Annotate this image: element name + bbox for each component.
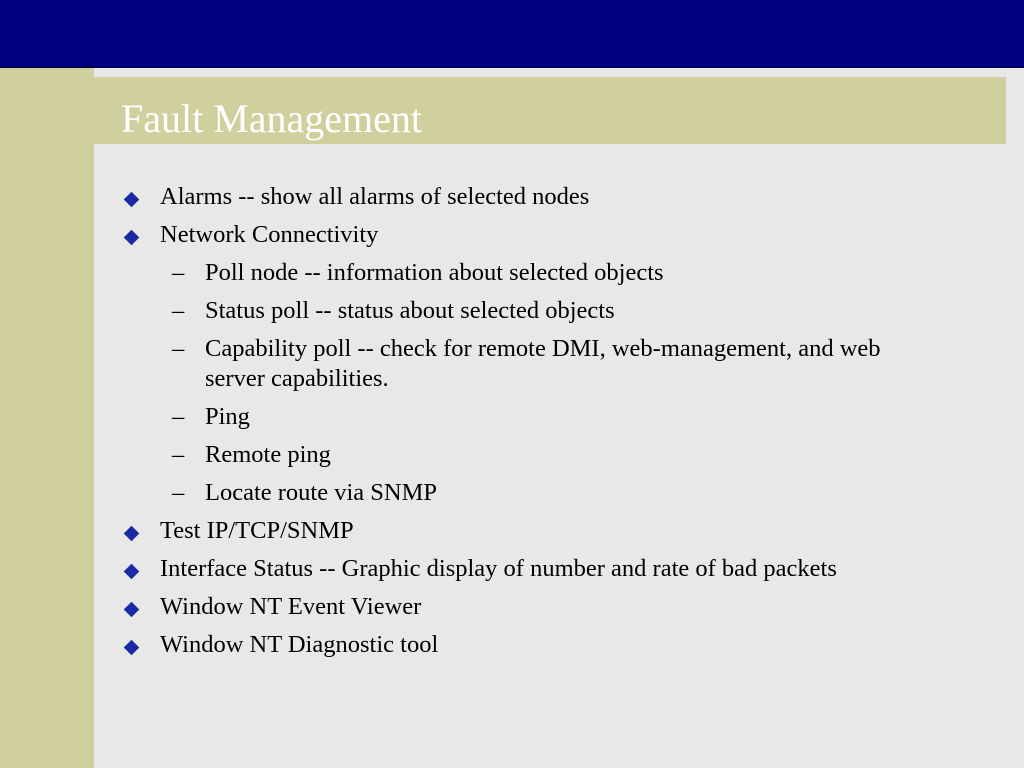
bullet-item: Network Connectivity: [122, 220, 902, 250]
bullet-text: Alarms -- show all alarms of selected no…: [160, 183, 590, 210]
sub-bullet-item: –Remote ping: [122, 440, 902, 470]
bullet-item: Window NT Diagnostic tool: [122, 630, 902, 660]
bullet-item: Test IP/TCP/SNMP: [122, 516, 902, 546]
dash-marker: –: [172, 259, 185, 286]
bullet-text: Network Connectivity: [160, 221, 379, 248]
bullet-text: Capability poll -- check for remote DMI,…: [205, 335, 881, 392]
dash-marker: –: [172, 441, 185, 468]
sub-bullet-item: –Status poll -- status about selected ob…: [122, 296, 902, 326]
bullet-text: Window NT Diagnostic tool: [160, 631, 439, 658]
bullet-text: Locate route via SNMP: [205, 479, 438, 506]
top-bar: [0, 0, 1024, 68]
bullet-list: Alarms -- show all alarms of selected no…: [122, 182, 902, 668]
dash-marker: –: [172, 335, 185, 362]
bullet-text: Poll node -- information about selected …: [205, 259, 664, 286]
bullet-text: Remote ping: [205, 441, 331, 468]
bullet-text: Window NT Event Viewer: [160, 593, 422, 620]
bullet-text: Ping: [205, 403, 250, 430]
diamond-icon: [123, 563, 140, 580]
bullet-item: Window NT Event Viewer: [122, 592, 902, 622]
diamond-icon: [123, 525, 140, 542]
bullet-item: Interface Status -- Graphic display of n…: [122, 554, 902, 584]
slide-title: Fault Management: [121, 96, 423, 141]
bullet-item: Alarms -- show all alarms of selected no…: [122, 182, 902, 212]
dash-marker: –: [172, 479, 185, 506]
bullet-text: Test IP/TCP/SNMP: [160, 517, 354, 544]
dash-marker: –: [172, 297, 185, 324]
bullet-text: Interface Status -- Graphic display of n…: [160, 555, 837, 582]
dash-marker: –: [172, 403, 185, 430]
sub-bullet-item: –Poll node -- information about selected…: [122, 258, 902, 288]
diamond-icon: [123, 639, 140, 656]
bullet-text: Status poll -- status about selected obj…: [205, 297, 615, 324]
diamond-icon: [123, 229, 140, 246]
content-area: [94, 144, 1024, 768]
title-band: [94, 77, 1006, 144]
sub-bullet-item: –Locate route via SNMP: [122, 478, 902, 508]
diamond-icon: [123, 601, 140, 618]
diamond-icon: [123, 191, 140, 208]
left-accent-band: [0, 68, 94, 768]
sub-bullet-item: –Ping: [122, 402, 902, 432]
sub-bullet-item: –Capability poll -- check for remote DMI…: [122, 334, 902, 394]
